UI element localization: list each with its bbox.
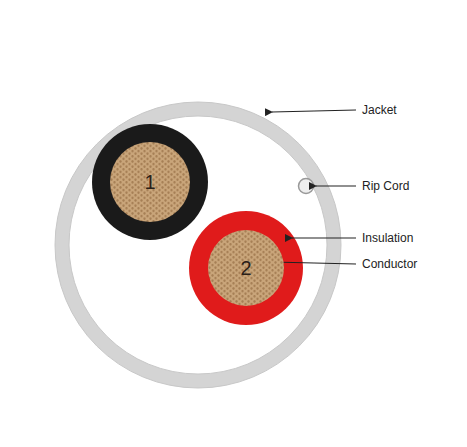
part-label: Jacket xyxy=(362,104,397,116)
leader-line xyxy=(292,237,356,238)
conductor-fill xyxy=(110,142,190,222)
callout-number: 1 xyxy=(110,172,190,192)
part-label: Conductor xyxy=(362,258,417,270)
leader-line xyxy=(316,185,356,186)
jacket-edge xyxy=(55,102,341,388)
callout-number: 2 xyxy=(208,258,284,278)
part-label: Insulation xyxy=(362,232,413,244)
jacket-edge xyxy=(69,116,327,374)
conductor: 1 xyxy=(110,142,190,222)
conductor: 2 xyxy=(208,230,284,306)
red-insulation xyxy=(189,211,303,325)
conductor-fill xyxy=(208,230,284,306)
black-insulation xyxy=(92,124,208,240)
rip-cord xyxy=(299,179,314,194)
leader-line xyxy=(272,110,356,112)
jacket xyxy=(62,109,334,381)
part-label: Rip Cord xyxy=(362,180,409,192)
leader-line xyxy=(272,262,356,264)
